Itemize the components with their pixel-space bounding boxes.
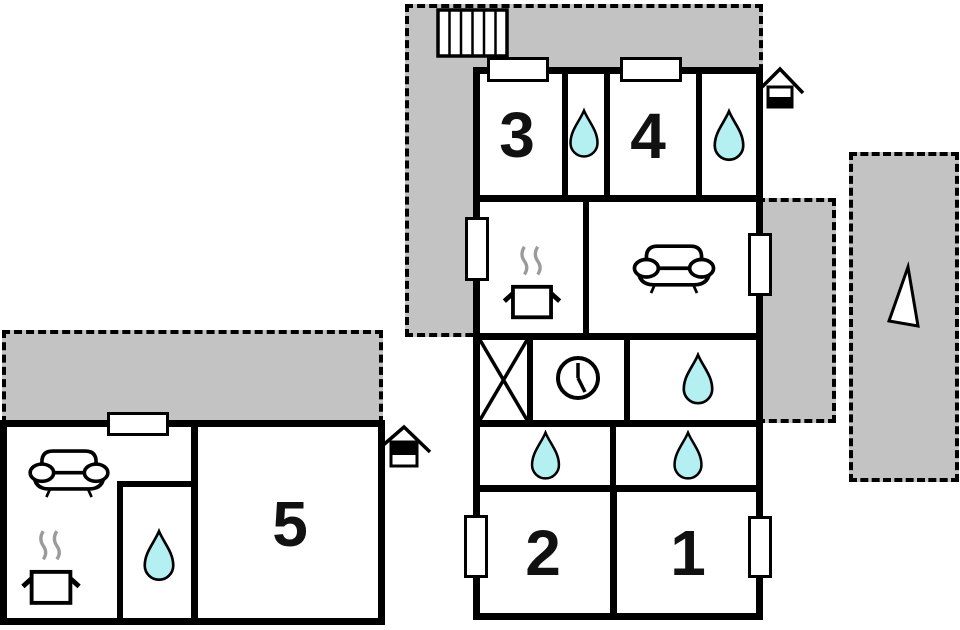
stairs-icon: [436, 8, 509, 58]
stove-pot-icon: [20, 527, 82, 609]
water-drop-icon: [679, 352, 717, 407]
wall-row2-bottom: [480, 333, 756, 340]
water-drop-icon: [566, 107, 602, 161]
window: [465, 217, 489, 281]
wall-annex-bath-left: [117, 487, 123, 618]
room-label-2: 2: [525, 517, 561, 589]
terrace-side: [757, 198, 836, 423]
clock-icon: [556, 356, 600, 400]
sofa-icon: [630, 237, 718, 294]
window: [620, 57, 682, 82]
wall-annex-room5: [191, 427, 198, 618]
room-label-4: 4: [630, 100, 666, 172]
water-drop-icon: [527, 430, 564, 482]
window: [464, 515, 488, 578]
window: [748, 233, 772, 296]
wall-row3-bottom: [480, 420, 756, 427]
wall-bed3-bath: [562, 74, 568, 195]
water-drop-icon: [669, 430, 707, 482]
crossed-box-icon: [480, 340, 527, 420]
wall-xbox-clock: [527, 340, 533, 420]
wall-row1-bottom: [480, 195, 756, 202]
wall-annex-bath-top: [117, 481, 197, 487]
chimney-icon: [379, 424, 432, 468]
stove-pot-icon: [501, 243, 563, 323]
wall-kitchen-living: [583, 202, 589, 333]
wall-bed4-bath: [696, 74, 702, 195]
flag-marker-icon: [886, 261, 920, 328]
sofa-icon: [26, 442, 112, 498]
wall-row4-bottom: [480, 485, 756, 492]
chimney-icon: [759, 66, 805, 109]
terrace-annex: [2, 330, 383, 424]
room-label-5: 5: [272, 488, 308, 560]
main-building: [473, 67, 763, 620]
wall-bed2-bed1: [610, 492, 617, 613]
window: [748, 516, 772, 578]
window: [107, 412, 169, 436]
room-label-3: 3: [499, 99, 535, 171]
water-drop-icon: [140, 528, 178, 584]
room-label-1: 1: [670, 517, 706, 589]
water-drop-icon: [710, 108, 748, 164]
window: [487, 57, 549, 82]
wall-row4-divider: [610, 427, 616, 485]
wall-bath-bed4: [604, 74, 610, 195]
wall-clock-bath: [624, 340, 630, 420]
